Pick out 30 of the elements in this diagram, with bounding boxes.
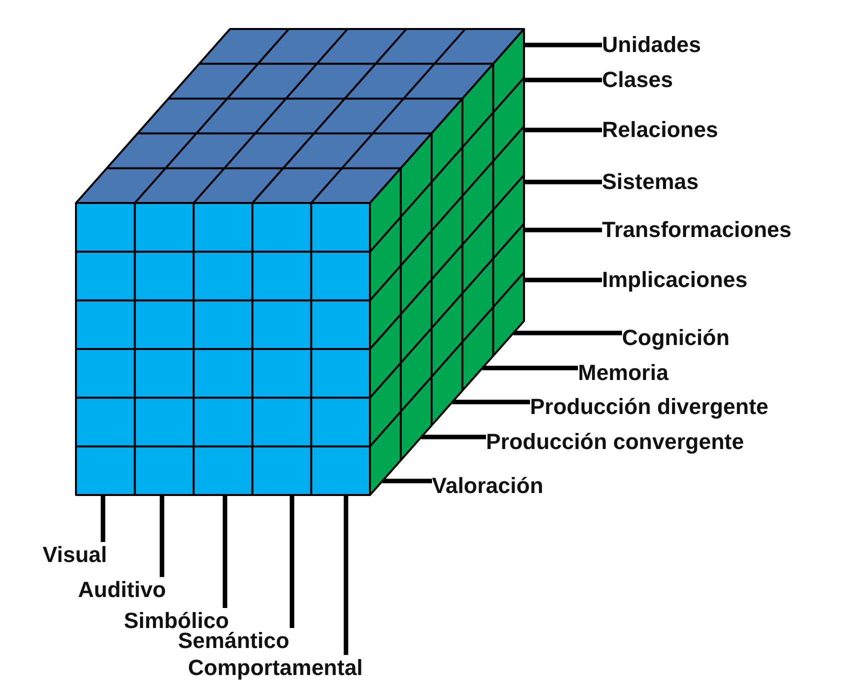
axis-label: Memoria	[578, 360, 668, 386]
axis-label: Visual	[42, 542, 107, 568]
leader-line	[452, 400, 530, 404]
leader-line	[290, 495, 294, 628]
leader-line	[513, 330, 622, 336]
axis-label: Unidades	[602, 32, 702, 58]
axis-label: Comportamental	[188, 655, 363, 681]
leader-line	[524, 180, 602, 184]
axis-label: Auditivo	[78, 577, 166, 603]
axis-label: Clases	[602, 67, 673, 93]
leader-line	[100, 495, 106, 542]
leader-line	[382, 478, 432, 484]
leader-line	[222, 495, 228, 608]
leader-line	[524, 128, 602, 132]
axis-label: Transformaciones	[602, 217, 792, 243]
axis-label: Producción divergente	[530, 394, 768, 420]
axis-label: Cognición	[622, 325, 730, 351]
leader-line	[421, 434, 486, 440]
leader-line	[524, 78, 602, 82]
axis-label: Producción convergente	[486, 429, 744, 455]
leader-line	[524, 278, 602, 282]
axis-label: Valoración	[432, 473, 544, 499]
leader-line	[482, 366, 578, 370]
axis-label: Implicaciones	[602, 267, 748, 293]
leader-line	[524, 228, 602, 232]
axis-label: Sistemas	[602, 169, 699, 195]
leader-line	[524, 42, 602, 48]
axis-label: Relaciones	[602, 117, 718, 143]
leader-line	[160, 495, 164, 577]
leader-line	[344, 495, 348, 655]
